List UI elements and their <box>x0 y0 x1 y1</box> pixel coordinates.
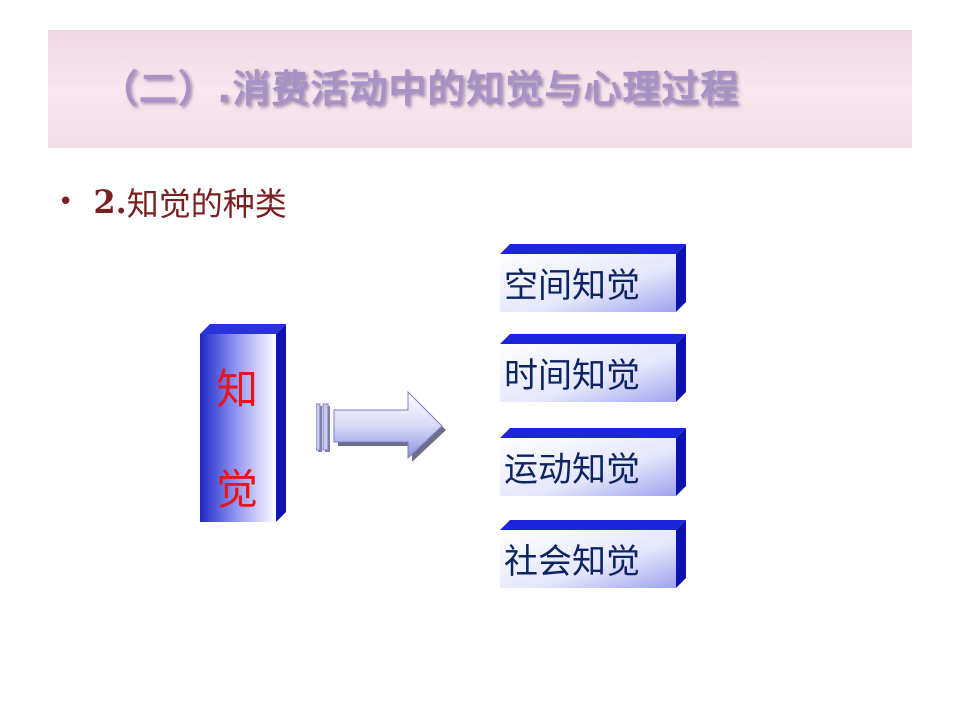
main-char-2: 觉 <box>215 465 258 514</box>
bullet-number: 2. <box>93 183 127 221</box>
category-label: 运动知觉 <box>504 450 640 490</box>
category-box-temporal: 时间知觉 <box>500 334 686 402</box>
main-concept-box <box>200 324 286 522</box>
title-band <box>48 30 912 148</box>
category-label: 社会知觉 <box>504 542 640 582</box>
category-label: 时间知觉 <box>504 356 640 396</box>
bullet-text: 知觉的种类 <box>126 185 287 223</box>
slide-title: （二）.消费活动中的知觉与心理过程 <box>100 67 740 111</box>
bullet-item: • 2. 知觉的种类 <box>58 180 287 224</box>
category-box-motion: 运动知觉 <box>500 428 686 496</box>
main-char-1: 知 <box>215 365 258 414</box>
right-arrow-icon <box>315 384 452 468</box>
bullet-dot: • <box>58 187 74 217</box>
category-box-spatial: 空间知觉 <box>500 244 686 312</box>
category-box-social: 社会知觉 <box>500 520 686 588</box>
category-label: 空间知觉 <box>504 266 640 306</box>
